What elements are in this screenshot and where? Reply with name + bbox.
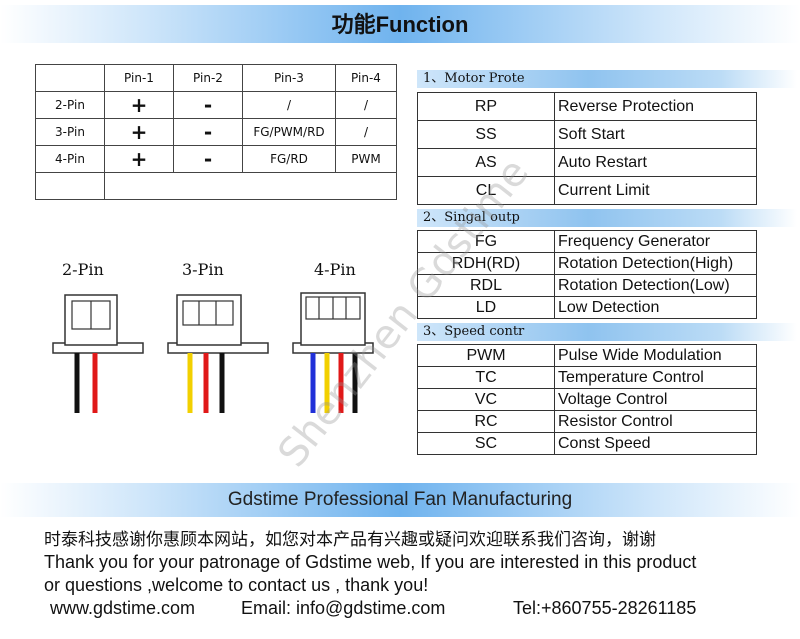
table-cell: CL <box>417 176 555 205</box>
table-cell: Resistor Control <box>554 410 757 433</box>
table-cell: FG/PWM/RD <box>242 118 336 146</box>
section-header-speed-control: 3、Speed contr <box>417 323 797 341</box>
table-header-cell: Pin-4 <box>335 64 397 92</box>
phone-text: Tel:+860755-28261185 <box>513 598 697 618</box>
footer-band-text: Gdstime Professional Fan Manufacturing <box>227 489 573 510</box>
connector-label-4pin: 4-Pin <box>314 260 356 279</box>
section-header-motor-protection: 1、Motor Prote <box>417 70 797 88</box>
connector-diagrams <box>52 292 374 413</box>
connector-label-3pin: 3-Pin <box>182 260 224 279</box>
table-cell: + <box>104 145 174 173</box>
website-link[interactable]: www.gdstime.com <box>50 598 196 618</box>
table-cell: Pulse Wide Modulation <box>554 344 757 367</box>
footer-band: Gdstime Professional Fan Manufacturing <box>0 483 800 517</box>
table-header-cell: Pin-2 <box>173 64 243 92</box>
table-row: 2-Pin + - / / <box>35 91 397 119</box>
table-cell <box>35 172 105 200</box>
table-row: 4-Pin + - FG/RD PWM <box>35 145 397 173</box>
connector-2pin <box>52 294 144 413</box>
table-cell: Rotation Detection(Low) <box>554 274 757 297</box>
connector-3pin-slot <box>182 300 234 326</box>
table-cell: RC <box>417 410 555 433</box>
connector-4pin <box>292 292 374 413</box>
table-cell: Low Detection <box>554 296 757 319</box>
table-cell: - <box>173 145 243 173</box>
table-cell: Soft Start <box>554 120 757 149</box>
table-cell: + <box>104 118 174 146</box>
table-cell: / <box>242 91 336 119</box>
connector-label-2pin: 2-Pin <box>62 260 104 279</box>
table-cell: VC <box>417 388 555 411</box>
table-cell: Auto Restart <box>554 148 757 177</box>
table-cell: 2-Pin <box>35 91 105 119</box>
table-header-cell: Pin-3 <box>242 64 336 92</box>
table-cell: Temperature Control <box>554 366 757 389</box>
table-row: 3-Pin + - FG/PWM/RD / <box>35 118 397 146</box>
email-link[interactable]: Email: info@gdstime.com <box>241 598 446 618</box>
page-title: 功能Function <box>331 12 469 37</box>
thanks-text-line2: or questions ,welcome to contact us , th… <box>44 575 429 595</box>
table-cell: - <box>173 118 243 146</box>
table-cell: Reverse Protection <box>554 92 757 121</box>
table-header-cell: Pin-1 <box>104 64 174 92</box>
table-cell: LD <box>417 296 555 319</box>
table-cell: SS <box>417 120 555 149</box>
thanks-text-line1: Thank you for your patronage of Gdstime … <box>44 552 697 572</box>
table-cell: TC <box>417 366 555 389</box>
table-cell: RDH(RD) <box>417 252 555 275</box>
table-cell: Const Speed <box>554 432 757 455</box>
table-cell: Voltage Control <box>554 388 757 411</box>
table-cell: SC <box>417 432 555 455</box>
table-cell: Frequency Generator <box>554 230 757 253</box>
table-header-cell <box>35 64 105 92</box>
table-row: RDH(RD)Rotation Detection(High) <box>417 252 757 275</box>
section-header-signal-output: 2、Singal outp <box>417 209 797 227</box>
table-cell: 4-Pin <box>35 145 105 173</box>
table-cell: / <box>335 91 397 119</box>
table-cell: 3-Pin <box>35 118 105 146</box>
table-cell: + <box>104 91 174 119</box>
table-cell: PWM <box>335 145 397 173</box>
table-row <box>35 172 397 200</box>
table-cell <box>104 172 397 200</box>
table-cell: / <box>335 118 397 146</box>
pin-assignment-table: Pin-1 Pin-2 Pin-3 Pin-4 2-Pin + - / / 3-… <box>35 64 397 200</box>
chinese-thanks-text: 时泰科技感谢你惠顾本网站，如您对本产品有兴趣或疑问欢迎联系我们咨询，谢谢 <box>44 530 656 550</box>
title-band: 功能Function <box>0 5 800 43</box>
table-cell: Current Limit <box>554 176 757 205</box>
connector-3pin <box>167 294 269 413</box>
table-cell: AS <box>417 148 555 177</box>
table-cell: Rotation Detection(High) <box>554 252 757 275</box>
table-cell: RP <box>417 92 555 121</box>
table-cell: - <box>173 91 243 119</box>
table-cell: FG/RD <box>242 145 336 173</box>
table-header-row: Pin-1 Pin-2 Pin-3 Pin-4 <box>35 64 397 92</box>
table-cell: PWM <box>417 344 555 367</box>
